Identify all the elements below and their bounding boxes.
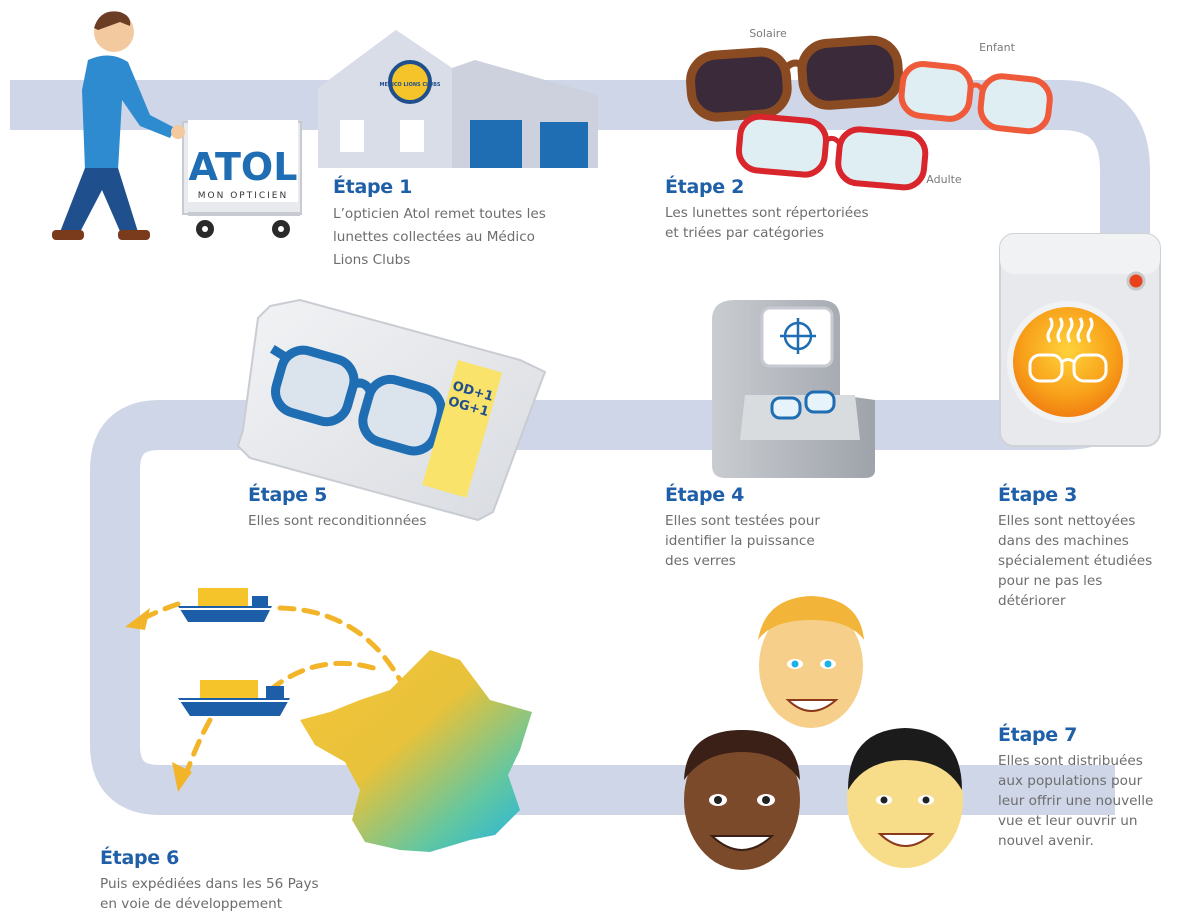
- building-icon: MEDICO LIONS CLUBS: [318, 30, 598, 168]
- person-pushing-cart-icon: ATOL MON OPTICIEN: [52, 11, 302, 240]
- atol-tagline: MON OPTICIEN: [198, 191, 288, 201]
- step-4-text: Elles sont testées pour identifier la pu…: [665, 513, 820, 569]
- path-inner-gap: [155, 462, 1155, 752]
- washing-machine-icon: [999, 233, 1161, 447]
- lens-tester-icon: [712, 300, 875, 478]
- label-enfant: Enfant: [979, 41, 1016, 54]
- ship-icon: [178, 680, 290, 716]
- package-icon: OD+1 OG+1: [236, 298, 547, 522]
- step-2-text: Les lunettes sont répertoriées et triées…: [665, 205, 869, 241]
- step-1: Étape 1 L’opticien Atol remet toutes les…: [333, 176, 603, 272]
- france-map-icon: [300, 650, 532, 852]
- ship-icon: [178, 588, 272, 622]
- step-5-text: Elles sont reconditionnées: [248, 513, 427, 529]
- smiling-face-icon: [684, 730, 800, 870]
- step-6-text: Puis expédiées dans les 56 Pays en voie …: [100, 876, 319, 912]
- step-7-title: Étape 7: [998, 724, 1078, 746]
- step-1-text: L’opticien Atol remet toutes les lunette…: [333, 206, 546, 268]
- arrow-heads: [125, 608, 192, 792]
- label-adulte: Adulte: [926, 173, 962, 186]
- step-5-title: Étape 5: [248, 484, 328, 506]
- smiling-face-icon: [758, 596, 864, 728]
- step-3: Étape 3 Elles sont nettoyées dans des ma…: [998, 484, 1177, 611]
- step-6-title: Étape 6: [100, 847, 180, 869]
- smiling-face-icon: [847, 728, 963, 868]
- step-5: Étape 5 Elles sont reconditionnées: [248, 484, 508, 531]
- step-1-title: Étape 1: [333, 176, 413, 198]
- glasses-icon: Solaire Enfant Adulte: [686, 27, 1053, 191]
- step-6: Étape 6 Puis expédiées dans les 56 Pays …: [100, 847, 430, 914]
- lions-club-logo: MEDICO LIONS CLUBS: [379, 82, 440, 88]
- step-7-text: Elles sont distribuées aux populations p…: [998, 753, 1154, 849]
- atol-logo: ATOL: [189, 145, 298, 189]
- label-solaire: Solaire: [749, 27, 787, 40]
- step-2-title: Étape 2: [665, 176, 745, 198]
- step-4: Étape 4 Elles sont testées pour identifi…: [665, 484, 865, 571]
- step-4-title: Étape 4: [665, 484, 745, 506]
- step-2: Étape 2 Les lunettes sont répertoriées e…: [665, 176, 945, 243]
- step-7: Étape 7 Elles sont distribuées aux popul…: [998, 724, 1177, 851]
- step-3-text: Elles sont nettoyées dans des machines s…: [998, 513, 1153, 609]
- step-3-title: Étape 3: [998, 484, 1078, 506]
